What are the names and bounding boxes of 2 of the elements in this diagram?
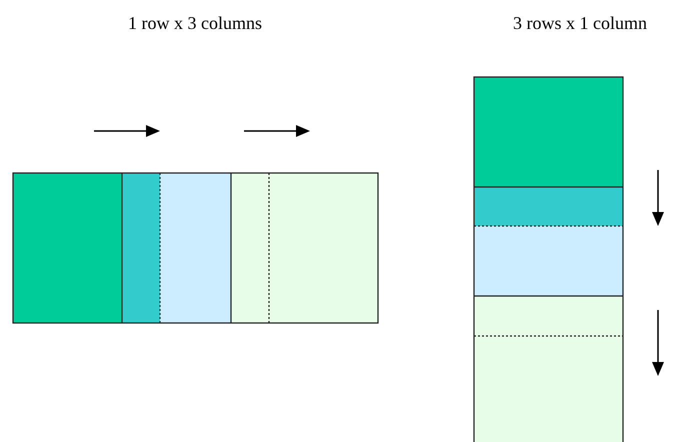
grid-caption: 1 row x 3 columns xyxy=(127,12,263,35)
grid-caption: 3 rows x 1 column xyxy=(512,12,648,35)
